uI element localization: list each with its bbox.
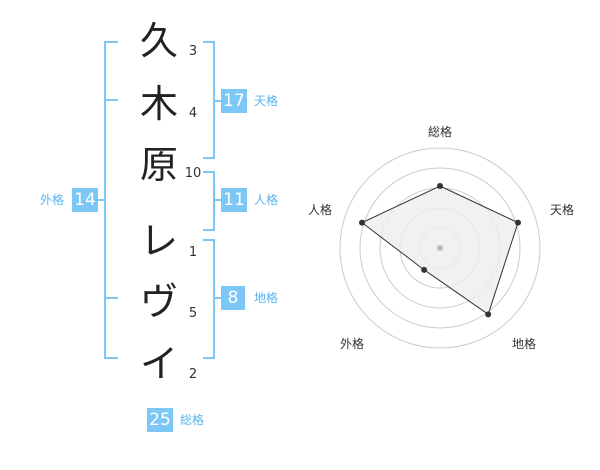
radar-point-4 <box>359 219 366 226</box>
tenkaku-label: 天格 <box>254 94 279 108</box>
soukaku-label: 総格 <box>180 413 205 427</box>
chikaku-badge: 8 <box>221 286 245 310</box>
chikaku-label: 地格 <box>254 291 279 305</box>
radar-center <box>437 245 443 251</box>
radar-label-jinkaku: 人格 <box>307 203 332 217</box>
name-char-5: ヴ <box>139 280 178 324</box>
radar-ring <box>339 147 541 349</box>
radar-label-soukaku: 総格 <box>427 125 452 139</box>
name-char-2: 木 <box>139 82 178 126</box>
gaikaku-label: 外格 <box>40 193 65 207</box>
radar-label-tenkaku: 天格 <box>549 203 574 217</box>
soukaku-badge: 25 <box>147 408 173 432</box>
radar-label-gaikaku: 外格 <box>339 337 364 351</box>
radar-point-3 <box>421 266 428 273</box>
stroke-count-1: 3 <box>188 44 198 59</box>
name-char-1: 久 <box>139 19 178 63</box>
radar-point-2 <box>485 311 492 318</box>
name-char-6: イ <box>139 342 178 386</box>
name-char-3: 原 <box>139 143 178 187</box>
tenkaku-badge: 17 <box>221 89 247 113</box>
jinkaku-badge: 11 <box>221 188 247 212</box>
stroke-count-6: 2 <box>188 367 198 382</box>
radar-label-chikaku: 地格 <box>511 337 536 351</box>
stroke-count-5: 5 <box>188 306 198 321</box>
radar-point-0 <box>437 183 443 189</box>
stroke-count-4: 1 <box>188 245 198 260</box>
radar-point-1 <box>514 219 521 226</box>
stroke-count-2: 4 <box>188 106 198 121</box>
name-char-4: レ <box>139 219 178 263</box>
radar-ring <box>359 167 521 329</box>
jinkaku-label: 人格 <box>254 193 279 207</box>
gaikaku-badge: 14 <box>72 188 98 212</box>
stroke-count-3: 10 <box>184 166 202 181</box>
